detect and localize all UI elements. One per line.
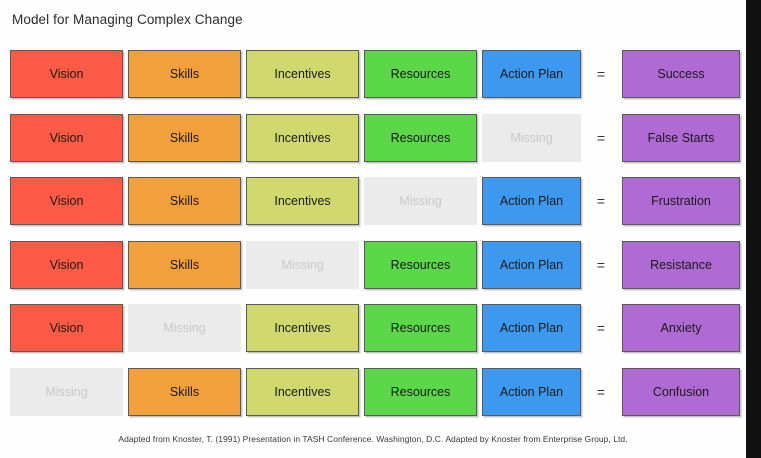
factor-cell[interactable]: Resources [364,304,477,352]
factor-cell[interactable]: Vision [10,177,123,225]
equals-sign: = [596,66,606,82]
factor-cell[interactable]: Resources [364,367,477,416]
factor-cell[interactable]: Incentives [246,50,359,98]
factor-cell[interactable]: Skills [128,50,241,98]
equals-sign: = [596,320,606,336]
equals-sign: = [596,193,606,209]
factor-cell[interactable]: Resources [364,113,477,162]
factor-cell[interactable]: Incentives [246,304,359,352]
factor-cell[interactable]: Vision [10,113,123,162]
outcome-cell[interactable]: Anxiety [622,304,740,352]
factor-cell[interactable]: Skills [128,113,241,162]
factor-cell[interactable]: Skills [128,177,241,225]
factor-cell[interactable]: Skills [128,240,241,289]
equals-sign: = [596,383,606,400]
outcome-cell[interactable]: Confusion [622,367,740,416]
factor-cell[interactable]: Vision [10,240,123,289]
factor-cell[interactable]: Action Plan [482,177,581,225]
outcome-cell[interactable]: Success [622,50,740,98]
factor-cell[interactable]: Action Plan [482,50,581,98]
factor-cell[interactable]: Action Plan [482,240,581,289]
missing-cell[interactable]: Missing [246,240,359,289]
page-title: Model for Managing Complex Change [12,12,243,27]
factor-cell[interactable]: Resources [364,50,477,98]
outcome-cell[interactable]: False Starts [622,113,740,162]
missing-cell[interactable]: Missing [128,304,241,352]
factor-cell[interactable]: Action Plan [482,367,581,416]
right-edge-band [746,0,761,458]
factor-cell[interactable]: Vision [10,304,123,352]
factor-cell[interactable]: Skills [128,367,241,416]
factor-cell[interactable]: Incentives [246,113,359,162]
missing-cell[interactable]: Missing [10,367,123,416]
missing-cell[interactable]: Missing [364,177,477,225]
factor-cell[interactable]: Resources [364,240,477,289]
factor-cell[interactable]: Action Plan [482,304,581,352]
factor-cell[interactable]: Incentives [246,177,359,225]
factor-cell[interactable]: Incentives [246,367,359,416]
factor-cell[interactable]: Vision [10,50,123,98]
outcome-cell[interactable]: Frustration [622,177,740,225]
equals-sign: = [596,129,606,146]
equals-sign: = [596,256,606,273]
outcome-cell[interactable]: Resistance [622,240,740,289]
source-citation: Adapted from Knoster, T. (1991) Presenta… [118,434,628,444]
missing-cell[interactable]: Missing [482,113,581,162]
